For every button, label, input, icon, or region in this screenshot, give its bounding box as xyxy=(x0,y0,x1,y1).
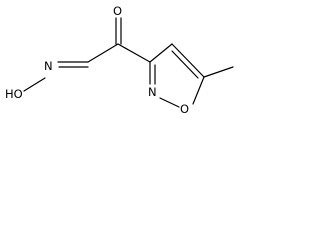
atom-label-ring-o: O xyxy=(180,102,189,116)
bond-ring-o1-c5 xyxy=(192,76,205,105)
bond-methyl xyxy=(203,66,234,78)
atom-label-oxime-n: N xyxy=(44,59,53,73)
bond-ch-carbonyl xyxy=(87,43,119,63)
atom-label-carbonyl-o: O xyxy=(113,4,122,18)
bond-ring-n2-o1 xyxy=(159,97,180,108)
bond-ring-c4-c3 xyxy=(149,43,173,63)
bond-ring-c5-c4-a xyxy=(171,43,205,78)
atom-label-ring-n: N xyxy=(148,85,157,99)
bond-ring-c5-c4-b xyxy=(171,50,199,79)
bond-hydroxyl-oxime-n xyxy=(23,77,46,92)
atom-label-hydroxyl: HO xyxy=(5,87,23,101)
chemical-structure: HO N O N O xyxy=(5,4,234,116)
bond-carbonyl-ring xyxy=(117,43,151,63)
